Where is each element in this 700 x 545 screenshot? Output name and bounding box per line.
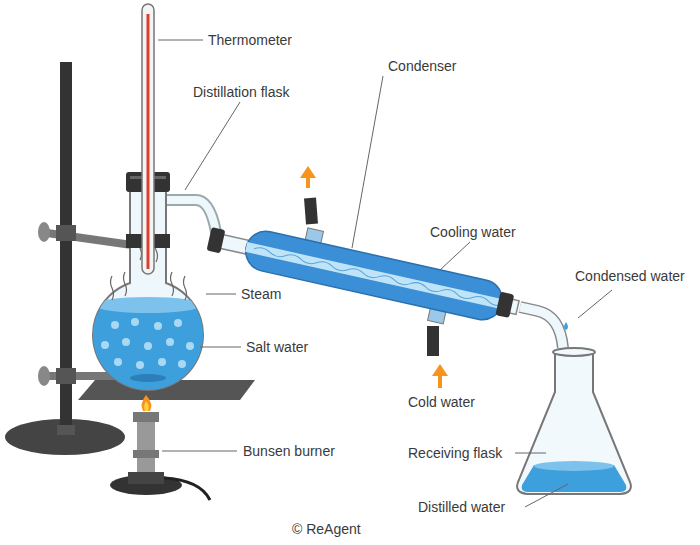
part-label: Cold water [408, 394, 475, 410]
part-label: Steam [241, 286, 281, 302]
part-label: Receiving flask [408, 445, 502, 461]
part-label: Bunsen burner [243, 443, 335, 459]
part-label: Thermometer [208, 32, 292, 48]
part-label: Distilled water [418, 499, 505, 515]
watermark: © ReAgent [292, 521, 361, 537]
part-label: Salt water [246, 339, 308, 355]
part-label: Condenser [388, 58, 457, 74]
part-label: Distillation flask [193, 84, 289, 100]
part-label: Cooling water [430, 224, 516, 240]
part-label: Condensed water [575, 268, 685, 284]
